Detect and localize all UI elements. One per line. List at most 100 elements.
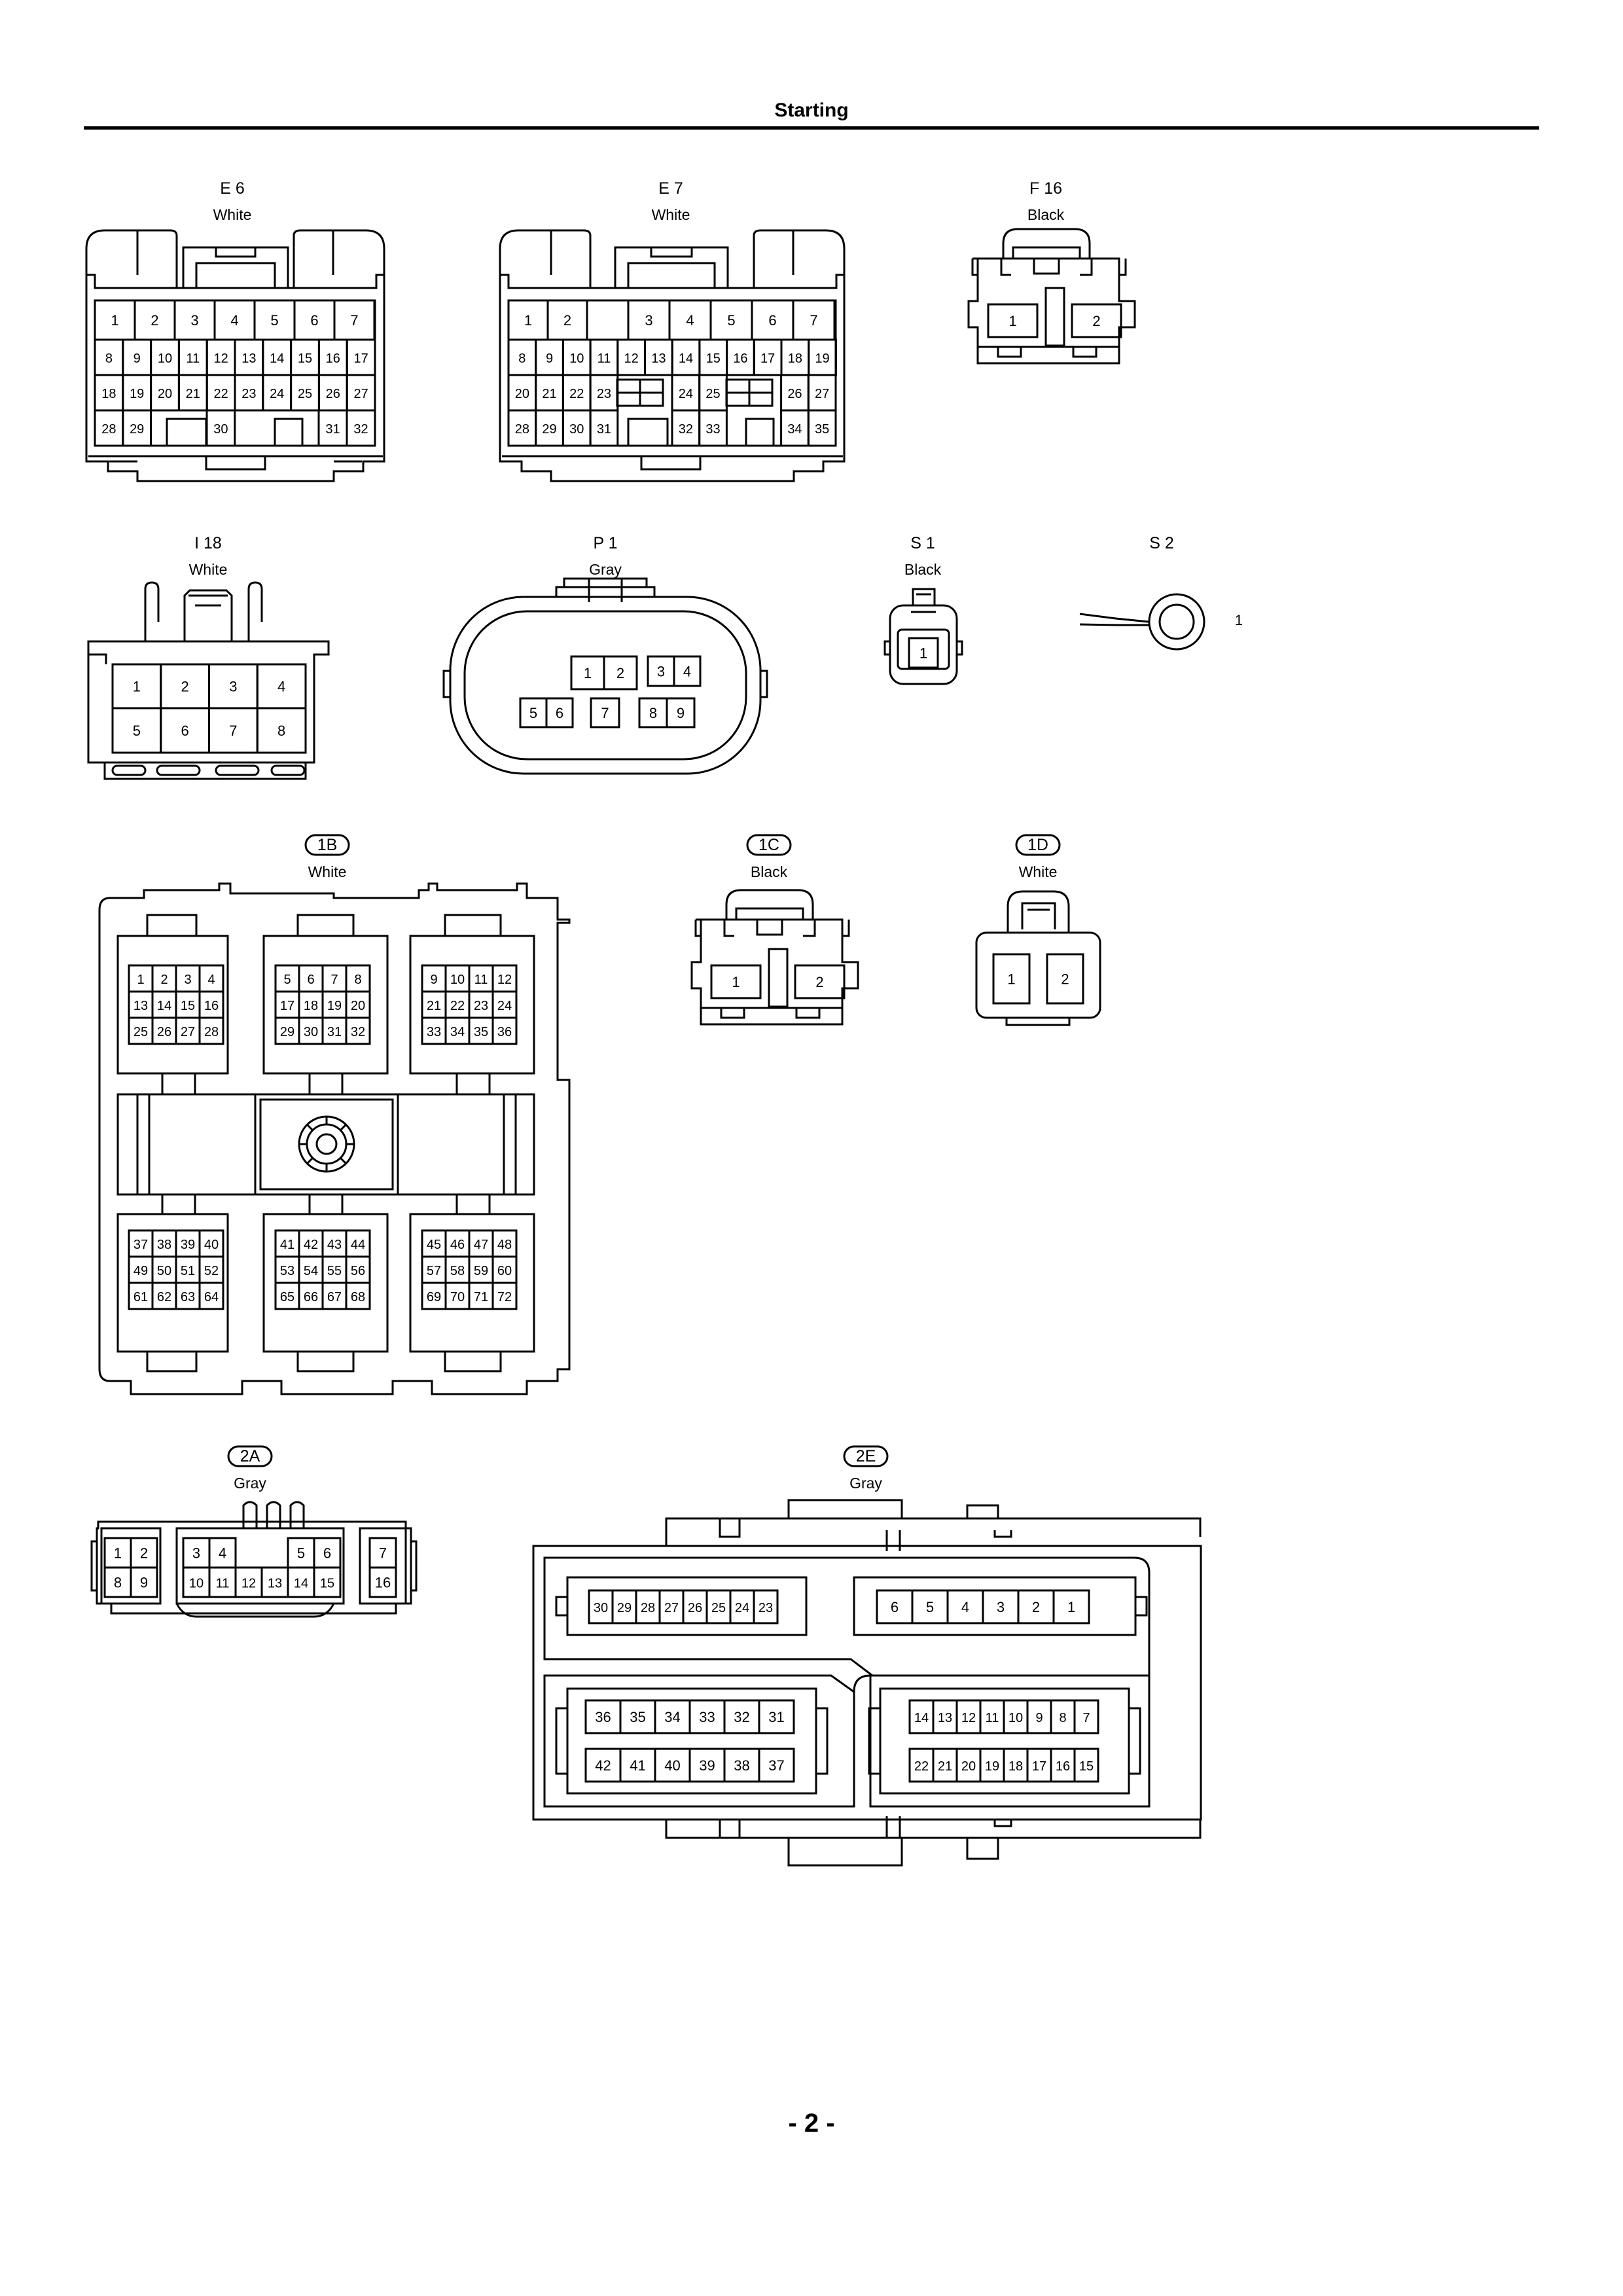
pin-label: 25	[705, 387, 720, 401]
connector-i18-ears	[144, 581, 263, 641]
connector-2a-frame-2	[175, 1527, 345, 1605]
connector-p1-inner	[463, 610, 747, 761]
pin-label: 9	[677, 705, 685, 721]
pin-label: 2	[1032, 1599, 1040, 1615]
pin-label: 14	[157, 999, 171, 1013]
pin-cell	[491, 1282, 518, 1310]
pin-label: 15	[320, 1577, 334, 1591]
pin-label: 35	[815, 422, 829, 437]
pin-label: 13	[241, 351, 256, 366]
connector-2a-id-badge	[227, 1445, 273, 1467]
connector-e6-foot	[88, 455, 383, 471]
pin-label: 14	[914, 1711, 929, 1725]
pin-label: 29	[617, 1601, 632, 1615]
connector-e7-foot	[502, 455, 843, 471]
pin-label: 15	[706, 351, 721, 366]
connector-2e-upper-cavity	[543, 1556, 1150, 1677]
pin-cell	[908, 637, 939, 669]
pin-label: 36	[595, 1709, 611, 1725]
connector-1d-body	[975, 931, 1101, 1019]
pin-label: 24	[270, 387, 284, 401]
pin-label: 64	[204, 1290, 219, 1304]
pin-label: 22	[450, 999, 465, 1013]
pin-label: 5	[529, 705, 537, 721]
pin-label: 15	[298, 351, 312, 366]
pin-label: 7	[229, 723, 237, 739]
pin-label: 26	[688, 1601, 702, 1615]
pin-label: 31	[768, 1709, 784, 1725]
pin-label: 3	[657, 664, 665, 680]
pin-label: 11	[597, 351, 611, 366]
pin-label: 47	[474, 1238, 488, 1252]
pin-label: 16	[204, 999, 219, 1013]
connector-1b-id-badge	[304, 834, 350, 856]
pin-label: 32	[734, 1709, 749, 1725]
pin-label: 1	[1007, 971, 1015, 988]
connector-2e-frame-bottom-right	[879, 1687, 1130, 1795]
connector-s1-pins: 1	[908, 637, 939, 669]
pin-label: 26	[326, 387, 340, 401]
connector-1b-id: 1B	[317, 836, 338, 854]
pin-label: 66	[304, 1290, 318, 1304]
pin-label: 23	[474, 999, 488, 1013]
pin-label: 22	[213, 387, 228, 401]
pin-label: 38	[157, 1238, 171, 1252]
pin-cell	[1046, 953, 1084, 1005]
connector-i18-lock	[183, 589, 233, 641]
pin-label: 53	[280, 1264, 294, 1278]
pin-label: 27	[353, 387, 368, 401]
pin-label: 65	[280, 1290, 294, 1304]
pin-label: 8	[518, 351, 526, 366]
pin-label: 9	[1035, 1711, 1043, 1725]
pin-cell	[1071, 303, 1122, 338]
connector-s1: S 1 Black 1	[883, 534, 963, 685]
pin-label: 26	[157, 1025, 171, 1039]
pin-label: 8	[114, 1575, 122, 1591]
pin-cell	[603, 655, 638, 691]
connector-s1-latch	[912, 588, 936, 605]
pin-label: 46	[450, 1238, 465, 1252]
connector-1b-band-ribs	[136, 1094, 517, 1194]
pin-label: 5	[727, 312, 735, 329]
connector-2a-frame-3	[359, 1527, 407, 1605]
connector-1b-block-3	[409, 935, 535, 1075]
pin-label: 20	[515, 387, 529, 401]
pin-cell	[987, 303, 1039, 338]
pin-label: 62	[157, 1290, 171, 1304]
connector-p1-sides	[442, 670, 768, 698]
pin-label: 4	[219, 1545, 226, 1562]
pin-label: 12	[213, 351, 228, 366]
connector-f16-color: Black	[1027, 206, 1065, 223]
pin-label: 6	[310, 312, 318, 329]
pin-label: 21	[542, 387, 556, 401]
pin-label: 23	[597, 387, 611, 401]
pin-cell	[346, 409, 376, 447]
pin-label: 24	[679, 387, 693, 401]
connector-1d-foot	[1005, 1018, 1071, 1026]
pin-label: 55	[327, 1264, 342, 1278]
pin-label: 31	[597, 422, 611, 437]
pin-label: 10	[189, 1577, 204, 1591]
pin-label: 22	[914, 1759, 929, 1774]
pin-cell	[758, 1699, 795, 1734]
pin-label: 36	[497, 1025, 512, 1039]
connector-e7-id: E 7	[658, 179, 683, 198]
connector-2a-color: Gray	[234, 1475, 266, 1492]
pin-label: 18	[788, 351, 802, 366]
pin-label: 16	[1056, 1759, 1070, 1774]
pin-label: 5	[133, 723, 141, 739]
pin-label: 42	[304, 1238, 318, 1252]
pin-label: 54	[304, 1264, 318, 1278]
pin-label: 3	[645, 312, 652, 329]
pin-label: 44	[351, 1238, 365, 1252]
connector-2e-top-tab	[787, 1499, 903, 1518]
pin-label: 14	[270, 351, 284, 366]
pin-label: 2	[181, 679, 189, 695]
pin-label: 29	[130, 422, 144, 437]
